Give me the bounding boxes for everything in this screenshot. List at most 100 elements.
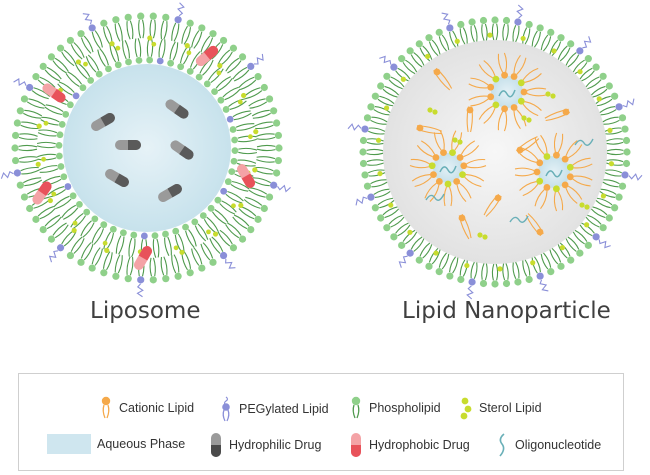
aqueous-phase-icon [47, 434, 91, 454]
phospholipid [36, 141, 63, 149]
cationic-lipid [459, 171, 466, 179]
sterol-lipid [237, 99, 243, 105]
phospholipid [232, 214, 255, 234]
phospholipid [512, 261, 522, 286]
sterol-lipid [184, 43, 190, 49]
nanoparticle-core [383, 40, 607, 264]
pegylated-lipid-icon [222, 396, 230, 422]
oligonucleotide [509, 215, 529, 223]
liposome-label: Liposome [90, 298, 201, 324]
phospholipid [224, 178, 250, 192]
phospholipid [151, 232, 160, 258]
legend-label-aqueous-phase: Aqueous Phase [97, 437, 186, 451]
cationic-lipid [501, 105, 508, 113]
sterol-lipid [497, 266, 503, 272]
phospholipid [47, 53, 69, 74]
phospholipid [16, 177, 43, 189]
phospholipid [103, 225, 117, 251]
phospholipid [415, 242, 433, 264]
peg-chain [516, 4, 524, 19]
peg-chain [48, 250, 59, 263]
phospholipid [398, 229, 418, 249]
phospholipid [595, 92, 619, 107]
phospholipid [572, 55, 592, 75]
free-lipids [416, 67, 594, 240]
sterol-lipid [520, 35, 526, 42]
phospholipid [11, 156, 38, 165]
phospholipid [602, 114, 627, 125]
phospholipid [16, 107, 43, 119]
sterol-lipids [375, 32, 615, 272]
legend-item-pegylated-lipid: PEGylated Lipid [219, 396, 329, 422]
legend-label-pegylated-lipid: PEGylated Lipid [239, 402, 329, 416]
sterol-lipid [454, 38, 460, 44]
pegylated-lipid [579, 222, 600, 241]
pegylated-lipid [468, 261, 478, 286]
sterol-lipid [71, 227, 77, 234]
inverted-micelle [468, 52, 547, 132]
sterol-lipid [75, 59, 82, 65]
phospholipid [251, 107, 278, 119]
phospholipid [363, 114, 388, 125]
sterol-lipid-icon [460, 397, 472, 420]
legend-label-sterol-lipid: Sterol Lipid [479, 401, 542, 415]
aqueous-pocket [491, 76, 523, 108]
peg-chain [628, 173, 643, 181]
cationic-lipid [553, 151, 560, 159]
phospholipid [220, 187, 244, 204]
cationic-lipid [536, 177, 544, 185]
sterol-lipids [35, 35, 259, 261]
cationic-lipid [432, 154, 440, 161]
legend-item-sterol-lipid: Sterol Lipid [459, 396, 542, 420]
phospholipid [531, 24, 544, 48]
hydrophobic-drug [237, 164, 255, 188]
sterol-lipid [608, 161, 615, 167]
phospholipid [359, 136, 384, 145]
hydrophobic-drug [195, 45, 219, 67]
phospholipid [77, 30, 94, 54]
sterol-lipid [388, 202, 394, 208]
pegylated-lipid [251, 177, 278, 189]
cationic-lipid [483, 193, 502, 217]
cationic-lipid [536, 159, 544, 167]
peg-chain [136, 283, 144, 298]
sterol-lipid [247, 134, 253, 140]
phospholipid [254, 119, 281, 130]
phospholipid [446, 256, 459, 280]
oligonucleotide [545, 169, 563, 178]
phospholipid [377, 82, 400, 98]
sterol-lipid [584, 222, 590, 228]
sterol-lipid [35, 161, 41, 167]
cationic-lipid [430, 171, 437, 179]
phospholipid [491, 16, 499, 41]
sterol-lipid [151, 41, 157, 47]
phospholipid [42, 173, 68, 186]
phospholipid [425, 34, 441, 57]
peg-chain [177, 2, 185, 17]
pegylated-lipid [367, 188, 391, 201]
phospholipid [39, 62, 62, 82]
aqueous-pocket [538, 156, 570, 188]
sterol-lipid [36, 123, 42, 129]
cationic-lipid [533, 168, 541, 176]
legend: Cationic Lipid PEGylated Lipid Phospholi… [18, 373, 624, 471]
phospholipid [425, 247, 441, 270]
hydrophobic-drug-icon [351, 433, 361, 457]
lipid-monolayer [347, 4, 643, 300]
peg-chain [466, 285, 474, 300]
cationic-lipid [510, 73, 518, 80]
sterol-lipid [584, 204, 590, 210]
peg-chain [355, 196, 368, 206]
cationic-lipid [433, 67, 453, 91]
cationic-lipid [449, 149, 456, 157]
phospholipid [435, 28, 450, 52]
phospholipid [390, 222, 411, 241]
hydrophilic-drug [91, 113, 115, 131]
phospholipid [124, 256, 134, 283]
sterol-lipid [109, 41, 115, 47]
peg-chain [253, 53, 264, 65]
legend-item-cationic-lipid: Cationic Lipid [99, 396, 194, 420]
phospholipid [160, 13, 170, 40]
phospholipid [91, 221, 108, 245]
phospholipid [377, 206, 400, 222]
